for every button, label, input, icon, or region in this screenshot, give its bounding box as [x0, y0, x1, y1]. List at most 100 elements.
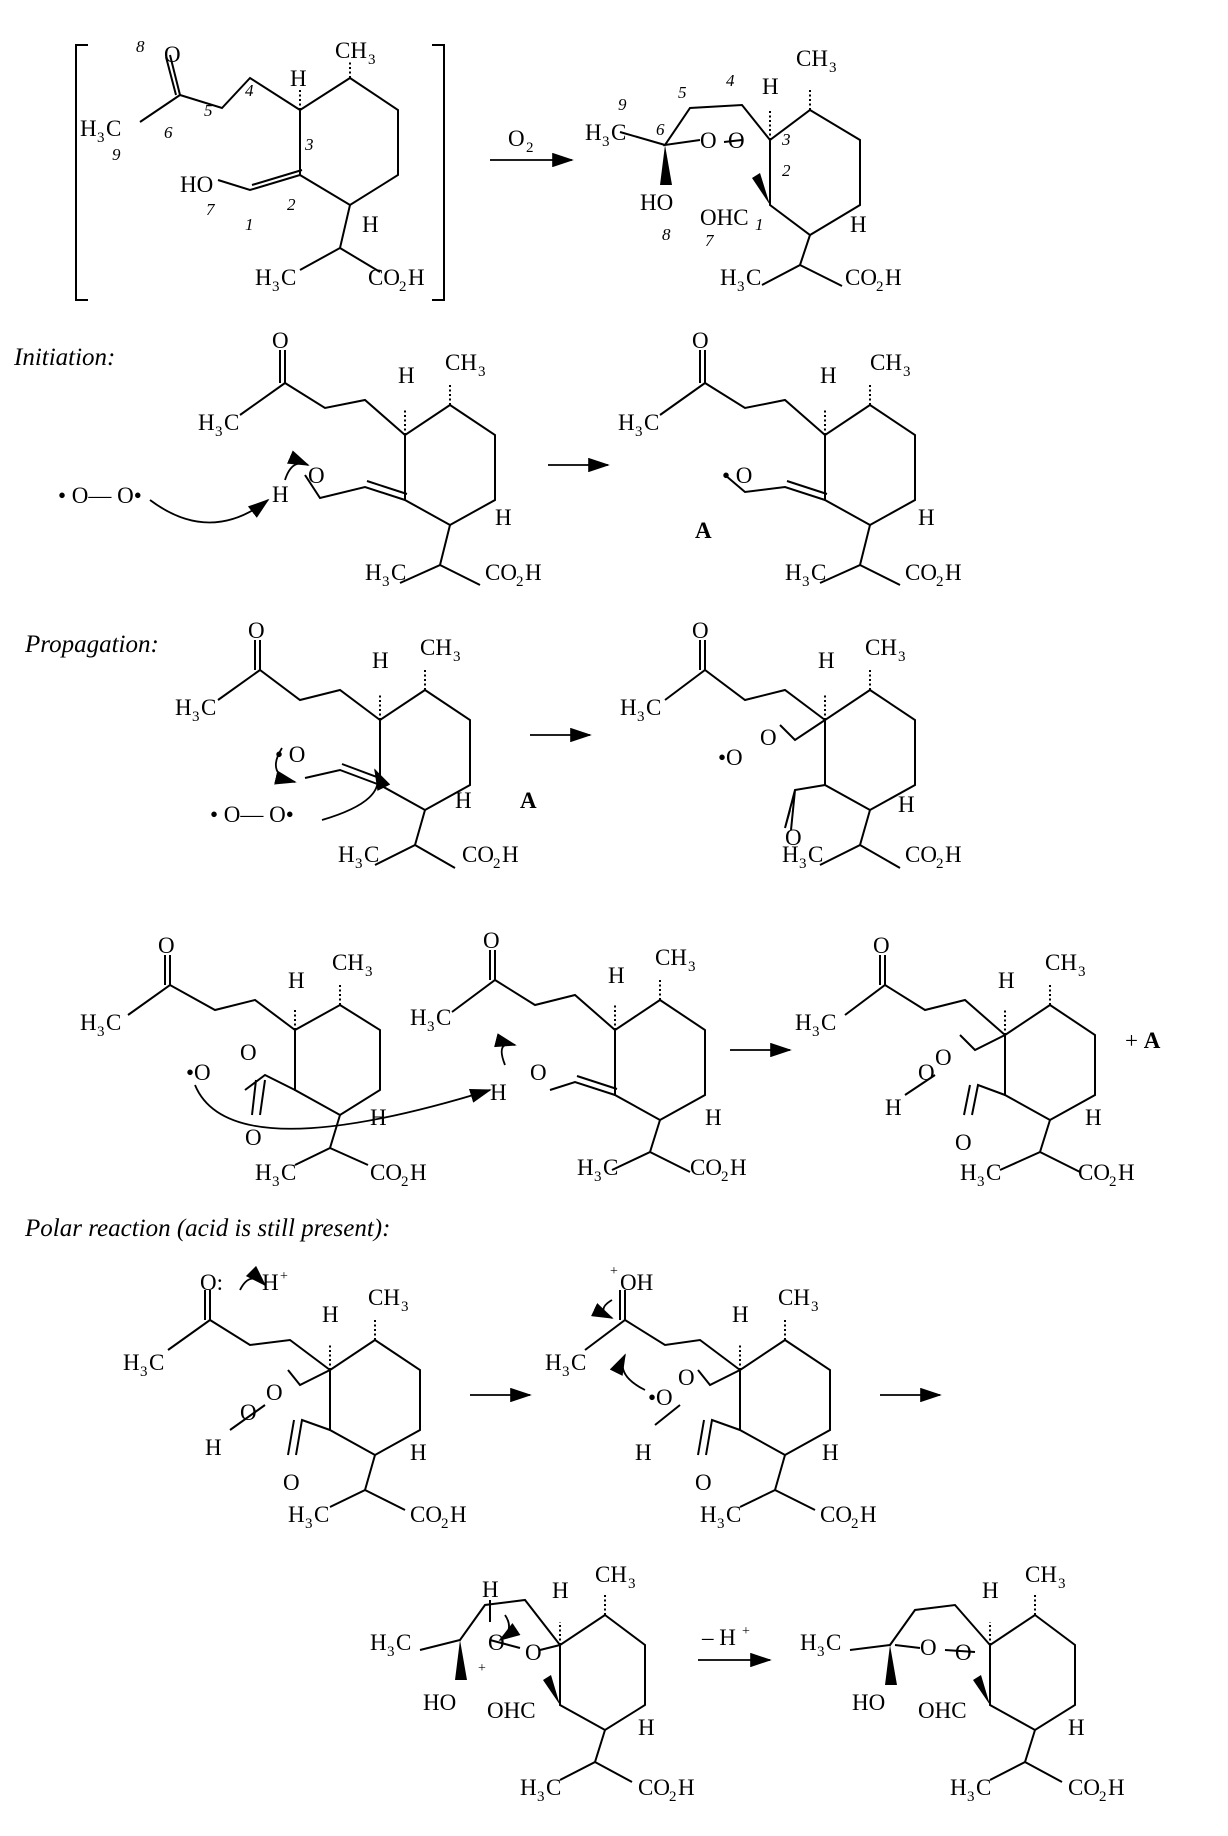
- section-initiation: Initiation:: [13, 344, 115, 371]
- svg-text:H: H: [288, 1502, 305, 1527]
- svg-text:H: H: [410, 1005, 427, 1030]
- svg-text:H: H: [372, 648, 389, 673]
- svg-text:3: 3: [829, 60, 837, 76]
- svg-text:H: H: [638, 1715, 655, 1740]
- svg-text:CO: CO: [1068, 1775, 1100, 1800]
- svg-text:2: 2: [1109, 1174, 1117, 1190]
- svg-text:O: O: [692, 328, 709, 353]
- polar-reaction: Polar reaction (acid is still present): …: [24, 1215, 942, 1532]
- svg-text:H: H: [945, 560, 962, 585]
- svg-text:C: C: [436, 1005, 451, 1030]
- svg-text:H: H: [262, 1270, 279, 1295]
- svg-text:+: +: [280, 1269, 288, 1284]
- svg-text:2: 2: [782, 161, 791, 180]
- svg-text:C: C: [644, 410, 659, 435]
- svg-text:H: H: [960, 1160, 977, 1185]
- svg-text:CH: CH: [870, 350, 902, 375]
- svg-text:3: 3: [387, 1644, 395, 1660]
- svg-text:3: 3: [717, 1516, 725, 1532]
- svg-text:CH: CH: [1025, 1562, 1057, 1587]
- svg-text:CO: CO: [370, 1160, 402, 1185]
- svg-text:3: 3: [97, 130, 105, 146]
- svg-text:O: O: [266, 1380, 283, 1405]
- svg-text:3: 3: [192, 709, 200, 725]
- svg-text:H: H: [272, 482, 289, 507]
- svg-text:3: 3: [799, 856, 807, 872]
- ketone-o: O: [164, 42, 181, 67]
- svg-text:H: H: [495, 505, 512, 530]
- svg-text:H: H: [885, 265, 902, 290]
- svg-text:3: 3: [140, 1364, 148, 1380]
- svg-text:O: O: [483, 928, 500, 953]
- svg-text:3: 3: [401, 1299, 409, 1315]
- svg-text:+: +: [742, 1624, 750, 1639]
- svg-text:3: 3: [97, 1024, 105, 1040]
- svg-text:CH: CH: [332, 950, 364, 975]
- svg-text:3: 3: [903, 364, 911, 380]
- svg-text:H: H: [732, 1302, 749, 1327]
- svg-text:6: 6: [656, 120, 665, 139]
- svg-text:3: 3: [688, 959, 696, 975]
- svg-text:C: C: [746, 265, 761, 290]
- svg-text:H: H: [482, 1577, 499, 1602]
- svg-text:3: 3: [305, 1516, 313, 1532]
- svg-text:H: H: [338, 842, 355, 867]
- svg-text:H: H: [80, 116, 97, 141]
- svg-text:HO: HO: [852, 1690, 885, 1715]
- svg-text:A: A: [520, 788, 537, 813]
- svg-text:3: 3: [272, 279, 280, 295]
- svg-text:H: H: [490, 1080, 507, 1105]
- svg-text:H: H: [322, 1302, 339, 1327]
- left-bracket: [75, 44, 88, 301]
- svg-text:C: C: [811, 560, 826, 585]
- svg-text:H: H: [585, 120, 602, 145]
- svg-text:CO: CO: [820, 1502, 852, 1527]
- svg-text:– H: – H: [701, 1625, 736, 1650]
- svg-text:C: C: [726, 1502, 741, 1527]
- svg-text:O: O: [488, 1630, 505, 1655]
- svg-text:O: O: [508, 126, 525, 151]
- svg-text:C: C: [281, 1160, 296, 1185]
- svg-text:O: O: [308, 463, 325, 488]
- svg-text:OHC: OHC: [918, 1698, 967, 1723]
- svg-text:H: H: [1108, 1775, 1125, 1800]
- svg-text:7: 7: [206, 200, 216, 219]
- svg-text:H: H: [365, 560, 382, 585]
- svg-text:8: 8: [662, 225, 671, 244]
- svg-text:• O— O•: • O— O•: [210, 802, 294, 827]
- svg-text:O: O: [873, 933, 890, 958]
- svg-text:O: O: [283, 1470, 300, 1495]
- svg-text:C: C: [546, 1775, 561, 1800]
- svg-text:+: +: [478, 1661, 486, 1676]
- svg-text:6: 6: [164, 123, 173, 142]
- svg-text:5: 5: [204, 101, 213, 120]
- svg-text:H: H: [635, 1440, 652, 1465]
- svg-text:3: 3: [562, 1364, 570, 1380]
- svg-text:2: 2: [669, 1789, 677, 1805]
- svg-text:• O: • O: [275, 742, 305, 767]
- svg-text:H: H: [198, 410, 215, 435]
- svg-text:O: O: [695, 1470, 712, 1495]
- svg-text:H: H: [525, 560, 542, 585]
- svg-text:H: H: [918, 505, 935, 530]
- svg-text:H: H: [520, 1775, 537, 1800]
- svg-text:4: 4: [245, 81, 254, 100]
- svg-text:C: C: [571, 1350, 586, 1375]
- svg-text:H: H: [850, 212, 867, 237]
- label-A: A: [695, 518, 712, 543]
- svg-text:H: H: [762, 74, 779, 99]
- svg-text:H: H: [782, 842, 799, 867]
- svg-text:CH: CH: [368, 1285, 400, 1310]
- svg-text:H: H: [255, 1160, 272, 1185]
- dioxygen-diradical: • O— O•: [58, 483, 142, 508]
- svg-text:H: H: [290, 66, 307, 91]
- svg-text:O: O: [955, 1130, 972, 1155]
- svg-text:OH: OH: [620, 1270, 653, 1295]
